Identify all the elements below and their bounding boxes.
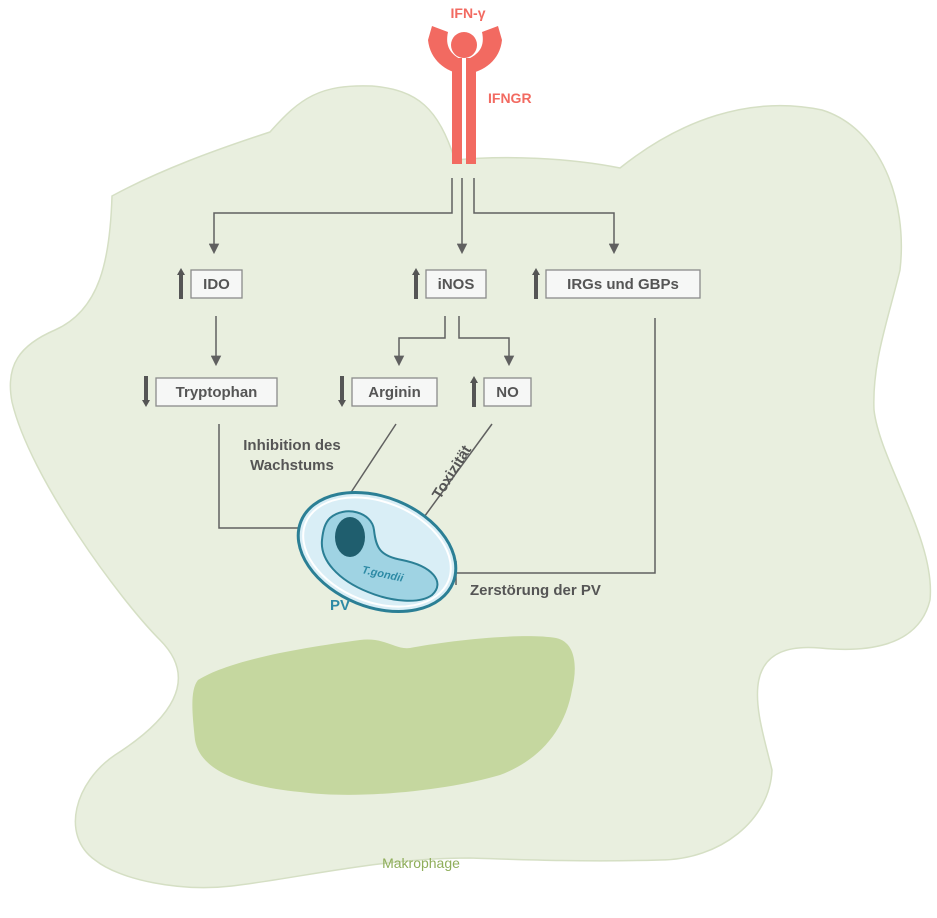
ido-up-arrow-icon xyxy=(177,268,185,299)
tryptophan-label: Tryptophan xyxy=(176,384,258,401)
node-inos: iNOS xyxy=(412,268,487,299)
node-arginin: Arginin xyxy=(338,376,438,407)
arginin-label: Arginin xyxy=(368,384,421,401)
irgs-up-arrow-icon xyxy=(532,268,540,299)
pv-label: PV xyxy=(330,597,350,614)
line-to-ido xyxy=(208,178,453,255)
no-up-arrow-icon xyxy=(470,376,478,407)
no-box xyxy=(483,377,532,407)
ifngr-receptor xyxy=(428,26,502,164)
tryptophan-box xyxy=(155,377,278,407)
t-gondii-nucleus xyxy=(335,517,365,557)
line-inos-arginin xyxy=(393,316,446,367)
line-to-irgs xyxy=(473,178,620,255)
inhibition-label-line1: Inhibition des xyxy=(243,437,341,454)
inos-box xyxy=(425,269,487,299)
arginin-box xyxy=(351,377,438,407)
inos-up-arrow-icon xyxy=(412,268,420,299)
line-arginin-parasite xyxy=(347,423,397,498)
node-ido: IDO xyxy=(177,268,243,299)
destruction-label: Zerstörung der PV xyxy=(470,582,601,599)
node-irgs: IRGs und GBPs xyxy=(532,268,701,299)
ido-label: IDO xyxy=(203,276,230,293)
inos-label: iNOS xyxy=(438,276,475,293)
macrophage-label: Makrophage xyxy=(382,855,460,871)
ifngr-label: IFNGR xyxy=(488,90,532,106)
receptor-cup-right xyxy=(466,26,502,74)
tryptophan-down-arrow-icon xyxy=(142,376,150,407)
ifn-gamma-ligand xyxy=(451,32,477,58)
irgs-label: IRGs und GBPs xyxy=(567,276,679,293)
line-irgs-pv xyxy=(456,318,656,574)
node-tryptophan: Tryptophan xyxy=(142,376,278,407)
receptor-stalk-left xyxy=(452,58,462,164)
inhibition-label-line2: Wachstums xyxy=(250,457,334,474)
arginin-down-arrow-icon xyxy=(338,376,346,407)
irgs-box xyxy=(545,269,701,299)
receptor-cup-left xyxy=(428,26,462,74)
receptor-stalk-right xyxy=(466,58,476,164)
cell-nucleus xyxy=(192,636,575,795)
node-no: NO xyxy=(470,376,532,407)
ifn-gamma-label: IFN-γ xyxy=(451,5,486,21)
line-inos-no xyxy=(458,316,515,367)
pv-inner-ring xyxy=(302,496,452,608)
ido-box xyxy=(190,269,243,299)
no-label: NO xyxy=(496,384,519,401)
parasitophorous-vacuole xyxy=(296,490,458,614)
line-tryptophan-pv xyxy=(218,424,314,529)
